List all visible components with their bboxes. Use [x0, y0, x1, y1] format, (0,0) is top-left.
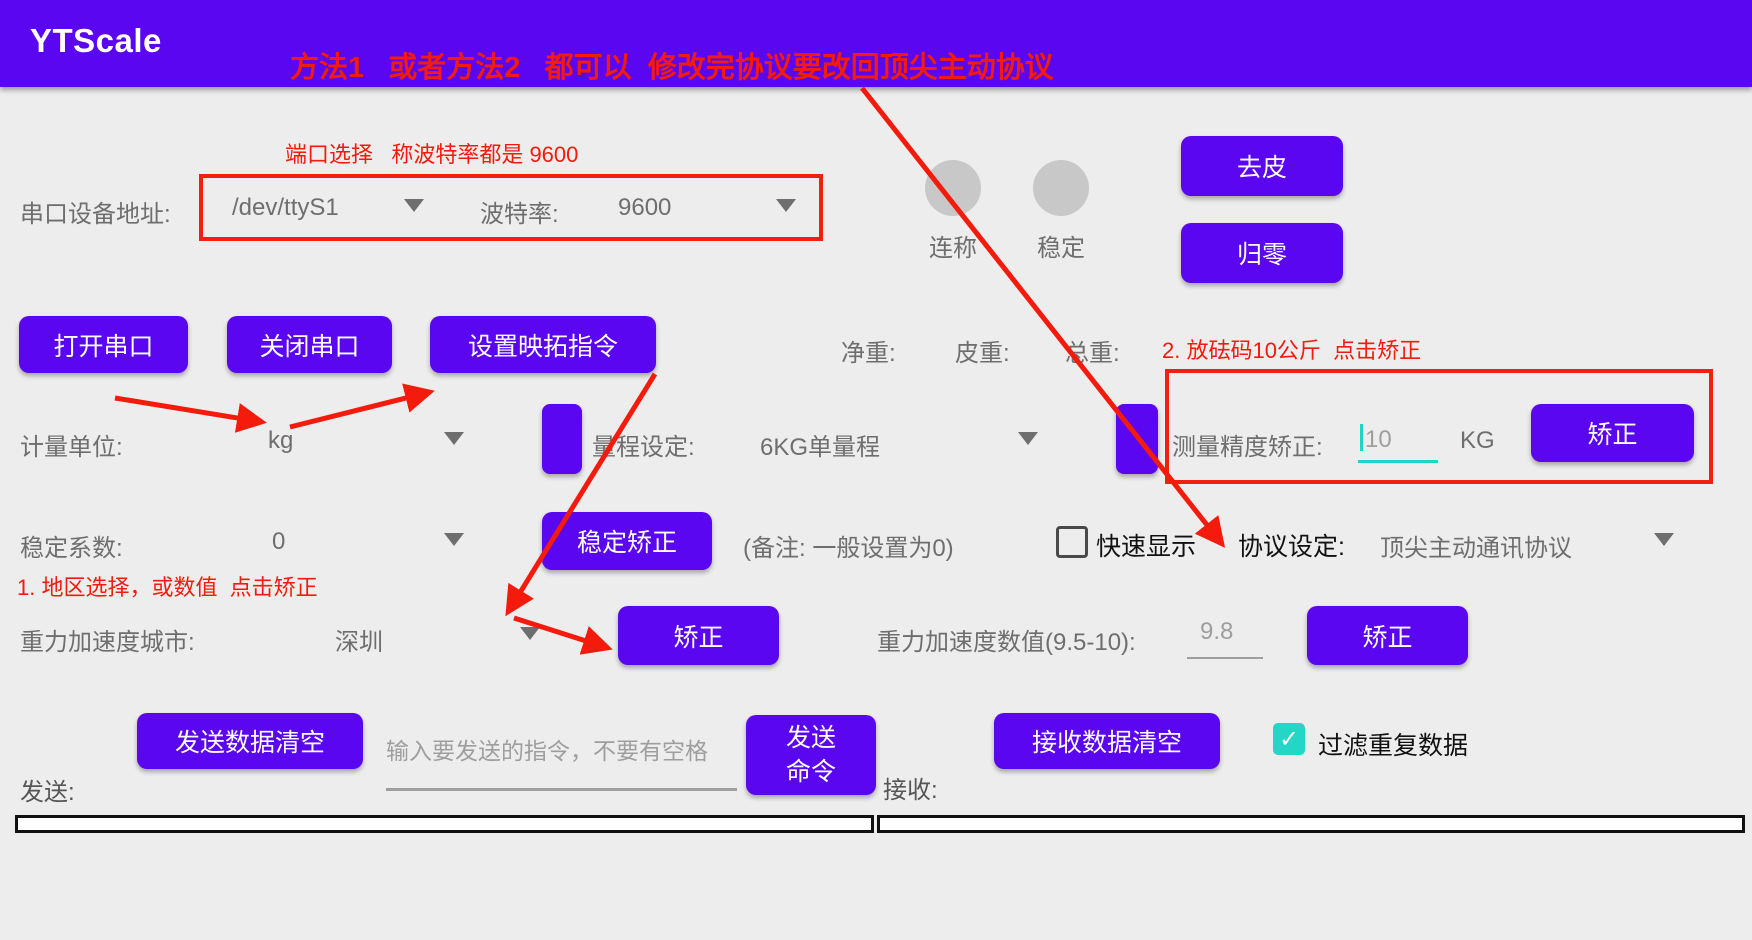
- range-select[interactable]: 6KG单量程: [760, 434, 881, 461]
- serial-annotation-frame: [199, 174, 823, 241]
- zero-button[interactable]: 归零: [1181, 223, 1343, 283]
- net-weight-label: 净重:: [841, 340, 896, 367]
- open-port-button[interactable]: 打开串口: [19, 316, 188, 373]
- text-cursor: [1360, 424, 1363, 451]
- chevron-down-icon[interactable]: [444, 432, 464, 445]
- gravity-city-calibrate-button[interactable]: 矫正: [618, 606, 779, 665]
- header-annotation: 方法1 或者方法2 都可以 修改完协议要改回顶尖主动协议: [290, 52, 1054, 84]
- link-status-indicator: [925, 160, 981, 216]
- port-note: 端口选择 称波特率都是 9600: [285, 142, 579, 167]
- stable-status-indicator: [1033, 160, 1089, 216]
- send-command-button[interactable]: 发送 命令: [746, 715, 876, 795]
- precision-calibrate-button[interactable]: 矫正: [1531, 404, 1694, 462]
- quick-display-label: 快速显示: [1096, 533, 1197, 561]
- serial-device-label: 串口设备地址:: [20, 201, 171, 228]
- serial-device-select[interactable]: /dev/ttyS1: [232, 194, 339, 221]
- baud-select[interactable]: 9600: [618, 194, 672, 221]
- app-header: [0, 0, 1752, 87]
- gravity-city-label: 重力加速度城市:: [20, 629, 195, 656]
- chevron-down-icon[interactable]: [520, 627, 540, 640]
- send-output-box[interactable]: [15, 815, 874, 833]
- gross-weight-label: 总重:: [1065, 340, 1120, 367]
- stability-select[interactable]: 0: [272, 528, 286, 555]
- chevron-down-icon[interactable]: [444, 533, 464, 546]
- protocol-select[interactable]: 顶尖主动通讯协议: [1380, 535, 1572, 562]
- calibration-note: 2. 放砝码10公斤 点击矫正: [1162, 338, 1422, 363]
- clear-send-button[interactable]: 发送数据清空: [137, 713, 363, 769]
- range-label: 量程设定:: [592, 434, 695, 461]
- chevron-down-icon[interactable]: [404, 199, 424, 212]
- clear-receive-button[interactable]: 接收数据清空: [994, 713, 1220, 769]
- precision-label: 测量精度矫正:: [1172, 434, 1323, 461]
- range-mini-button[interactable]: [1116, 404, 1158, 474]
- command-input-placeholder[interactable]: 输入要发送的指令，不要有空格: [386, 738, 708, 764]
- unit-mini-button[interactable]: [542, 404, 582, 474]
- chevron-down-icon[interactable]: [776, 199, 796, 212]
- close-port-button[interactable]: 关闭串口: [227, 316, 392, 373]
- arrow-to-set-command: [289, 383, 435, 430]
- tare-weight-label: 皮重:: [955, 340, 1010, 367]
- gravity-city-select[interactable]: 深圳: [335, 629, 383, 656]
- unit-select[interactable]: kg: [268, 427, 294, 454]
- chevron-down-icon[interactable]: [1654, 533, 1674, 546]
- precision-input-underline: [1358, 460, 1438, 463]
- region-note: 1. 地区选择，或数值 点击矫正: [17, 575, 318, 600]
- command-input-underline: [386, 788, 737, 791]
- quick-display-checkbox[interactable]: [1056, 526, 1088, 558]
- receive-output-box[interactable]: [877, 815, 1745, 833]
- unit-label: 计量单位:: [20, 434, 123, 461]
- stable-status-label: 稳定: [1037, 235, 1085, 262]
- arrow-open-to-close: [114, 395, 267, 433]
- protocol-label: 协议设定:: [1238, 533, 1345, 561]
- check-icon: ✓: [1278, 725, 1300, 753]
- precision-unit-label: KG: [1460, 427, 1495, 454]
- app-title: YTScale: [30, 22, 162, 59]
- stability-label: 稳定系数:: [20, 535, 123, 562]
- gravity-input-underline: [1187, 657, 1263, 659]
- gravity-value-label: 重力加速度数值(9.5-10):: [877, 629, 1136, 656]
- filter-duplicates-label: 过滤重复数据: [1318, 732, 1469, 760]
- set-command-button[interactable]: 设置映拓指令: [430, 316, 656, 373]
- send-label: 发送:: [20, 779, 75, 806]
- gravity-value-input[interactable]: 9.8: [1200, 618, 1234, 645]
- filter-duplicates-checkbox[interactable]: ✓: [1273, 723, 1305, 755]
- receive-label: 接收:: [883, 777, 938, 804]
- stability-calibrate-button[interactable]: 稳定矫正: [542, 512, 712, 570]
- stability-remark: (备注: 一般设置为0): [743, 535, 954, 562]
- gravity-value-calibrate-button[interactable]: 矫正: [1307, 606, 1468, 665]
- baud-label: 波特率:: [480, 201, 559, 228]
- precision-input[interactable]: 10: [1360, 424, 1440, 454]
- link-status-label: 连称: [929, 235, 977, 262]
- tare-button[interactable]: 去皮: [1181, 136, 1343, 196]
- chevron-down-icon[interactable]: [1018, 432, 1038, 445]
